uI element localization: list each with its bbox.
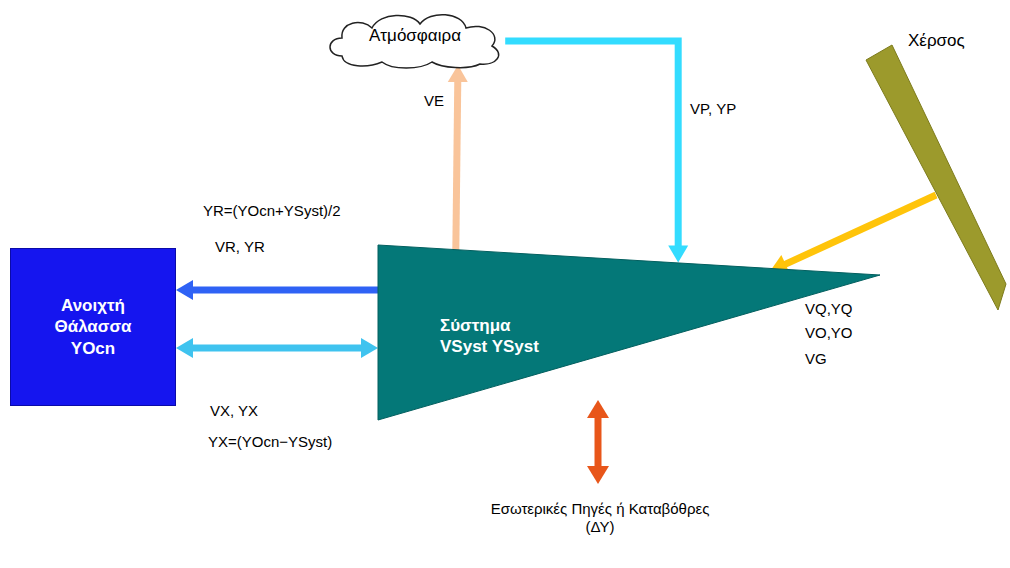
node-outline — [860, 28, 1010, 318]
flux-label: YR=(YOcn+YSyst)/2 — [203, 202, 341, 220]
arrow-shaft — [190, 286, 378, 293]
cloud-shape: Ατμόσφαιρα — [322, 8, 508, 68]
cloud-label: Ατμόσφαιρα — [369, 25, 461, 46]
sea-rect — [11, 249, 176, 406]
system-triangle-shape — [378, 245, 880, 420]
arrow-head — [587, 466, 609, 484]
arrow-shaft — [783, 195, 936, 265]
sea-symbol: YOcn — [71, 338, 115, 359]
system-triangle: ΣύστημαVSyst YSyst — [378, 245, 880, 420]
arrow-shaft — [595, 414, 602, 470]
land-bar: Χέρσος — [860, 28, 1010, 318]
flux-label: VX, YX — [210, 402, 258, 420]
land-label: Χέρσος — [908, 30, 1010, 51]
land-bar-shape — [866, 45, 1006, 310]
flux-label: YX=(YOcn−YSyst) — [208, 433, 332, 451]
arrow-shaft — [190, 345, 364, 352]
flux-arrow — [176, 280, 378, 300]
flux-label: VP, YP — [690, 100, 736, 118]
flux-arrow — [505, 41, 688, 263]
flux-arrow — [770, 195, 936, 273]
internal-source-arrow — [587, 400, 609, 484]
flux-label: VR, YR — [215, 238, 265, 256]
flux-label: VQ,YQ — [805, 300, 853, 318]
arrow-shaft — [456, 79, 458, 250]
arrow-shaft — [505, 41, 678, 249]
flux-label: VE — [424, 92, 444, 110]
flux-label: VG — [805, 350, 827, 368]
sea-title: Ανοιχτή Θάλασσα — [38, 295, 148, 338]
arrow-head — [668, 246, 688, 263]
arrow-head — [176, 338, 193, 358]
flux-arrow — [448, 65, 468, 250]
flux-arrow — [176, 338, 378, 358]
cloud-outline — [330, 15, 499, 68]
arrow-head — [176, 280, 193, 300]
flux-label: VO,YO — [805, 324, 853, 342]
arrow-head — [587, 400, 609, 418]
sea-box: Ανοιχτή ΘάλασσαYOcn — [10, 248, 176, 406]
flux-label: Εσωτερικές Πηγές ή Καταβόθρες (ΔΥ) — [475, 500, 725, 536]
arrow-head — [361, 338, 378, 358]
